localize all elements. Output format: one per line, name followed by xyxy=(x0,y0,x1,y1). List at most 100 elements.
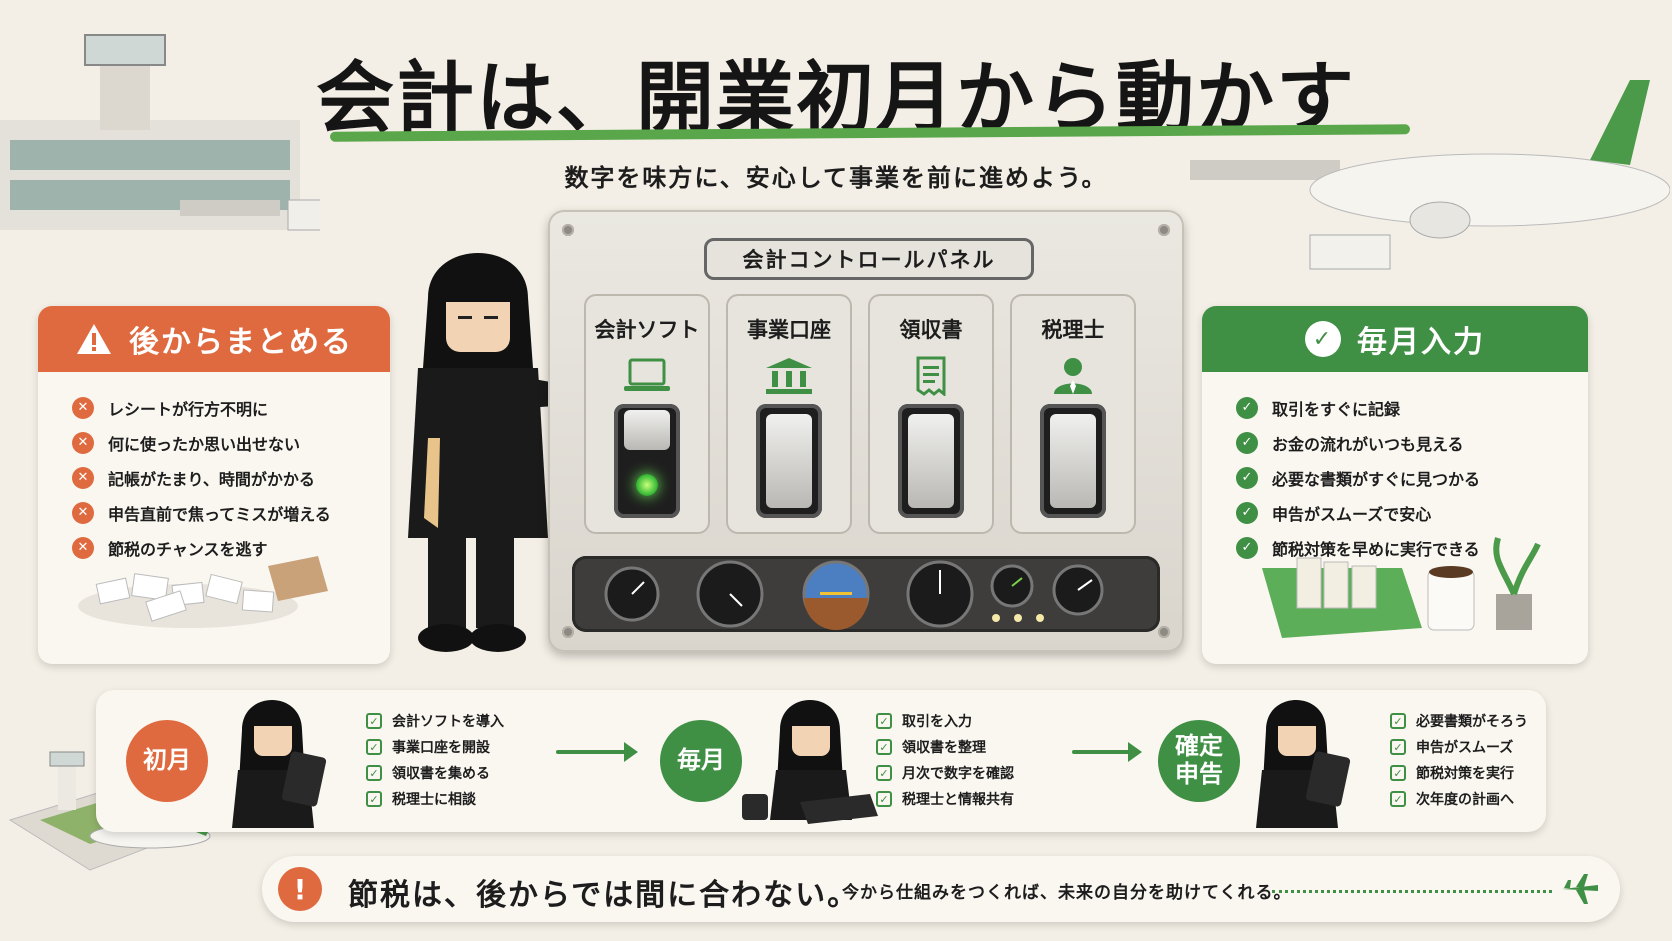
toggle-switch[interactable] xyxy=(898,404,964,518)
list-item: ✓お金の流れがいつも見える xyxy=(1236,425,1560,460)
list-item: ✕節税のチャンスを逃す xyxy=(72,530,362,565)
cross-icon: ✕ xyxy=(72,536,94,559)
list-item: ✓月次で数字を確認 xyxy=(876,760,1014,786)
checkbox-checked-icon: ✓ xyxy=(876,765,892,781)
good-practice-title: 毎月入力 xyxy=(1357,325,1485,360)
attitude-indicator-icon xyxy=(802,560,870,630)
gauge-icon xyxy=(696,560,764,628)
list-item: ✓事業口座を開設 xyxy=(366,734,504,760)
checkbox-checked-icon: ✓ xyxy=(1390,765,1406,781)
check-circle-icon: ✓ xyxy=(1305,321,1341,357)
advisor-icon xyxy=(1054,358,1092,394)
screw-icon xyxy=(562,626,574,638)
organized-desk-illustration xyxy=(1262,537,1541,638)
arrow-right-icon xyxy=(556,742,638,762)
character-with-clipboard-illustration xyxy=(232,700,327,828)
toggle-switch[interactable] xyxy=(1040,404,1106,518)
timeline-panel: 初月 ✓会計ソフトを導入 ✓事業口座を開設 ✓領収書を集める ✓税理士に相談 毎… xyxy=(96,690,1546,832)
list-item: ✓税理士に相談 xyxy=(366,786,504,812)
list-item: ✓申告がスムーズ xyxy=(1390,734,1528,760)
footer-banner: ! 節税は、後からでは間に合わない。 今から仕組みをつくれば、未来の自分を助けて… xyxy=(262,856,1620,922)
checkbox-checked-icon: ✓ xyxy=(366,791,382,807)
character-with-clipboard-illustration xyxy=(1256,700,1351,828)
footer-message: 今から仕組みをつくれば、未来の自分を助けてくれる。 xyxy=(842,883,1292,903)
list-item: ✓必要な書類がすぐに見つかる xyxy=(1236,460,1560,495)
list-item: ✕レシートが行方不明に xyxy=(72,390,362,425)
checkbox-checked-icon: ✓ xyxy=(876,713,892,729)
arrow-right-icon xyxy=(1072,742,1142,762)
list-item: ✓領収書を整理 xyxy=(876,734,1014,760)
toggle-switch[interactable] xyxy=(614,404,680,518)
every-month-checklist: ✓取引を入力 ✓領収書を整理 ✓月次で数字を確認 ✓税理士と情報共有 xyxy=(876,708,1014,812)
list-item: ✓取引を入力 xyxy=(876,708,1014,734)
switch-tax-accountant[interactable]: 税理士 xyxy=(1010,294,1136,534)
check-icon: ✓ xyxy=(1236,501,1258,524)
gauge-icon xyxy=(906,560,974,628)
switch-accounting-software[interactable]: 会計ソフト xyxy=(584,294,710,534)
list-item: ✓申告がスムーズで安心 xyxy=(1236,495,1560,530)
list-item: ✕何に使ったか思い出せない xyxy=(72,425,362,460)
list-item: ✓次年度の計画へ xyxy=(1390,786,1528,812)
check-icon: ✓ xyxy=(1236,431,1258,454)
checkbox-checked-icon: ✓ xyxy=(1390,791,1406,807)
checkbox-checked-icon: ✓ xyxy=(366,713,382,729)
airplane-icon xyxy=(1562,874,1598,904)
gauge-icon xyxy=(990,564,1034,608)
toggle-lever[interactable] xyxy=(624,410,670,450)
checkbox-checked-icon: ✓ xyxy=(876,739,892,755)
list-item: ✓取引をすぐに記録 xyxy=(1236,390,1560,425)
bad-practice-card: 後からまとめる ✕レシートが行方不明に ✕何に使ったか思い出せない ✕記帳がたま… xyxy=(38,306,390,664)
good-practice-card: ✓ 毎月入力 ✓取引をすぐに記録 ✓お金の流れがいつも見える ✓必要な書類がすぐ… xyxy=(1202,306,1588,664)
status-light-on xyxy=(636,474,658,496)
bank-icon xyxy=(766,358,812,394)
step-every-month: 毎月 xyxy=(660,720,742,802)
page-subtitle: 数字を味方に、安心して事業を前に進めよう。 xyxy=(564,164,1108,192)
receipt-icon xyxy=(916,356,946,396)
check-icon: ✓ xyxy=(1236,396,1258,419)
switch-receipts[interactable]: 領収書 xyxy=(868,294,994,534)
dotted-flight-path xyxy=(1272,890,1552,893)
cross-icon: ✕ xyxy=(72,466,94,489)
warning-icon xyxy=(77,324,111,354)
list-item: ✕記帳がたまり、時間がかかる xyxy=(72,460,362,495)
toggle-lever[interactable] xyxy=(1050,414,1096,508)
check-icon: ✓ xyxy=(1236,466,1258,489)
list-item: ✓節税対策を実行 xyxy=(1390,760,1528,786)
good-practice-header: ✓ 毎月入力 xyxy=(1202,306,1588,372)
checkbox-checked-icon: ✓ xyxy=(876,791,892,807)
list-item: ✓必要書類がそろう xyxy=(1390,708,1528,734)
list-item: ✓節税対策を早めに実行できる xyxy=(1236,530,1560,565)
footer-headline: 節税は、後からでは間に合わない。 xyxy=(348,878,860,913)
exclamation-icon: ! xyxy=(278,867,322,911)
checkbox-checked-icon: ✓ xyxy=(366,739,382,755)
cross-icon: ✕ xyxy=(72,501,94,524)
list-item: ✓会計ソフトを導入 xyxy=(366,708,504,734)
gauge-icon xyxy=(604,566,660,622)
tax-filing-checklist: ✓必要書類がそろう ✓申告がスムーズ ✓節税対策を実行 ✓次年度の計画へ xyxy=(1390,708,1528,812)
toggle-lever[interactable] xyxy=(766,414,812,508)
bad-practice-list: ✕レシートが行方不明に ✕何に使ったか思い出せない ✕記帳がたまり、時間がかかる… xyxy=(38,372,390,565)
screw-icon xyxy=(1158,626,1170,638)
character-writing-illustration xyxy=(742,700,878,824)
step-tax-filing: 確定申告 xyxy=(1158,720,1240,802)
instrument-gauges xyxy=(572,556,1160,632)
gauge-icon xyxy=(1052,564,1104,616)
airplane-illustration xyxy=(1190,80,1670,270)
good-practice-list: ✓取引をすぐに記録 ✓お金の流れがいつも見える ✓必要な書類がすぐに見つかる ✓… xyxy=(1202,372,1588,565)
character-figure xyxy=(408,253,598,652)
airport-terminal-illustration xyxy=(0,34,320,231)
panel-title: 会計コントロールパネル xyxy=(704,238,1034,280)
cross-icon: ✕ xyxy=(72,431,94,454)
step-first-month: 初月 xyxy=(126,720,208,802)
check-icon: ✓ xyxy=(1236,536,1258,559)
checkbox-checked-icon: ✓ xyxy=(366,765,382,781)
checkbox-checked-icon: ✓ xyxy=(1390,713,1406,729)
switch-business-account[interactable]: 事業口座 xyxy=(726,294,852,534)
laptop-icon xyxy=(624,358,670,391)
toggle-switch[interactable] xyxy=(756,404,822,518)
scattered-receipts-illustration xyxy=(78,556,328,628)
toggle-lever[interactable] xyxy=(908,414,954,508)
list-item: ✓領収書を集める xyxy=(366,760,504,786)
screw-icon xyxy=(562,224,574,236)
bad-practice-header: 後からまとめる xyxy=(38,306,390,372)
